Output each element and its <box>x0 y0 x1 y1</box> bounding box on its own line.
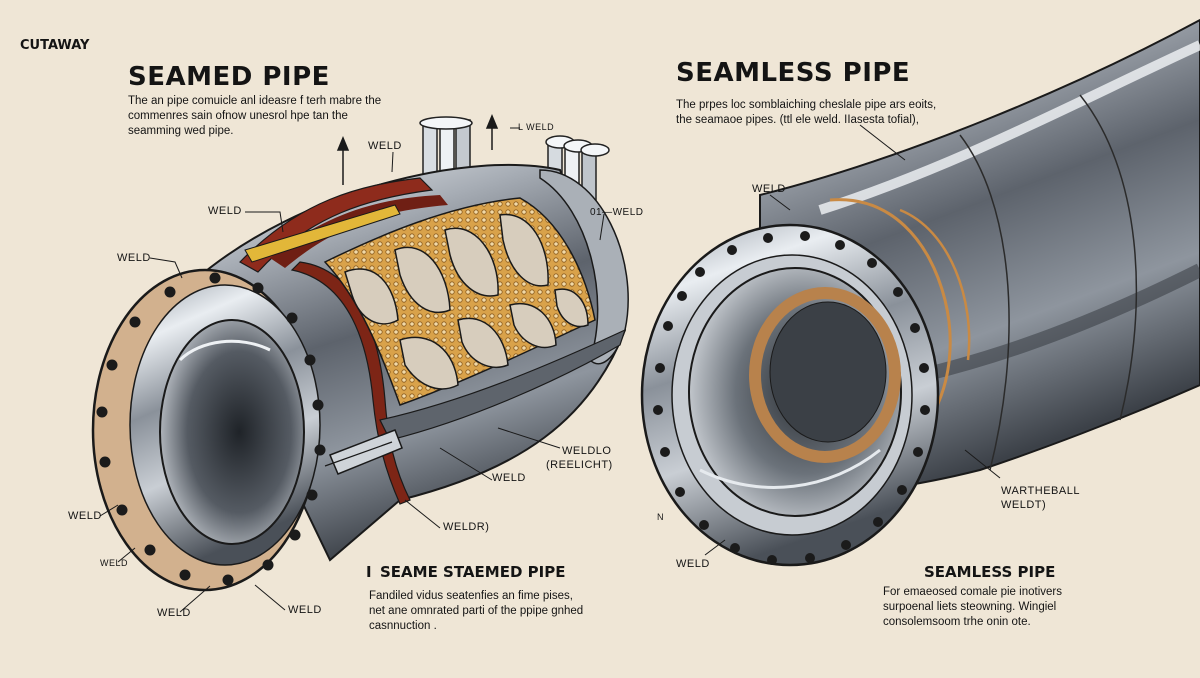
label-weld-center: WELD <box>492 472 526 484</box>
seamless-description: The prpes loc somblaiching cheslale pipe… <box>676 99 937 126</box>
label-weld-bottom-lower: WELD <box>288 604 322 616</box>
label-weld-small-top: L WELD <box>518 122 555 132</box>
label-seamless-weld-top: WELD <box>752 183 786 195</box>
label-n-mark: N <box>657 512 664 522</box>
seamed-title: SEAMED PIPE <box>128 62 330 92</box>
label-weld-right: 01—WELD <box>590 207 644 218</box>
seamless-pipe-drawing <box>640 18 1200 567</box>
seamless-bolt-holes <box>653 231 930 565</box>
label-weld-top: WELD <box>368 140 402 152</box>
seamless-subtitle: SEAMLESS PIPE <box>924 563 1056 581</box>
label-weldt: WELDT) <box>1001 499 1047 511</box>
label-weld-far-left: WELD <box>117 252 151 264</box>
seamed-subtitle-marker: I <box>366 563 372 581</box>
direction-arrows <box>336 114 499 185</box>
label-weld-left: WELD <box>208 205 242 217</box>
seamless-caption: For emaeosed comale pie inotivers surpoe… <box>883 586 1062 628</box>
seamless-title: SEAMLESS PIPE <box>676 58 911 88</box>
label-weld-mid-top: WELDLO <box>562 445 612 457</box>
label-weld-low-left: WELD <box>68 510 102 522</box>
seamed-pipe-drawing <box>91 116 629 592</box>
left-leader-lines <box>99 127 605 613</box>
corner-label: CUTAWAY <box>20 38 90 53</box>
label-weld-mid-bottom: (REELICHT) <box>546 459 613 471</box>
cutaway-chambers <box>344 213 589 390</box>
label-seamless-weld-bottom: WELD <box>676 558 710 570</box>
seamed-description: The an pipe comuicle anl ideasre f terh … <box>128 95 382 137</box>
label-wartheball: WARTHEBALL <box>1001 485 1080 497</box>
right-leader-lines <box>704 124 1001 556</box>
label-weld-bottom-center: WELD <box>157 607 191 619</box>
label-weld-paren: WELDR) <box>443 521 490 533</box>
label-weld-bottom-left: WELD <box>100 558 129 568</box>
seamed-caption: Fandiled vidus seatenfies an fime pises,… <box>369 590 584 632</box>
flange-bolt-holes <box>96 272 326 586</box>
seamed-subtitle: SEAME STAEMED PIPE <box>380 563 566 581</box>
